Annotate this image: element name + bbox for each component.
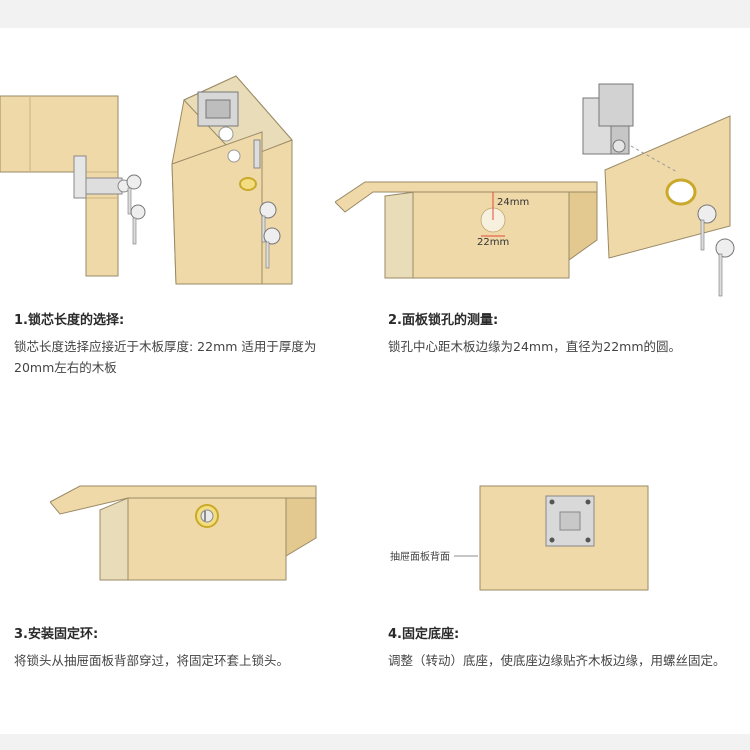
drawer-with-ring-illustration bbox=[50, 485, 317, 581]
step-1-title: 1.锁芯长度的选择: bbox=[14, 313, 125, 328]
figure-install-ring bbox=[50, 485, 317, 581]
step-2-title: 2.面板锁孔的测量: bbox=[388, 313, 499, 328]
step-4-title: 4.固定底座: bbox=[388, 627, 460, 642]
step-2-description: 锁孔中心距木板边缘为24mm，直径为22mm的圆。 bbox=[388, 339, 682, 354]
figure-lock-core-length bbox=[0, 75, 293, 285]
back-panel-callout-label: 抽屉面板背面 bbox=[390, 550, 450, 563]
step-4-block: 4.固定底座: 调整（转动）底座，使底座边缘贴齐木板边缘，用螺丝固定。 bbox=[388, 626, 744, 671]
bottom-margin-band bbox=[0, 734, 750, 750]
dimension-label-24mm: 24mm bbox=[497, 197, 529, 208]
drawer-front-with-lock-illustration bbox=[171, 75, 293, 285]
step-3-title: 3.安装固定环: bbox=[14, 627, 99, 642]
dimension-label-22mm: 22mm bbox=[477, 237, 509, 248]
step-4-description: 调整（转动）底座，使底座边缘贴齐木板边缘，用螺丝固定。 bbox=[388, 653, 726, 668]
figure-keyhole-measurement: 24mm 22mm bbox=[335, 83, 735, 297]
lock-and-panel-illustration bbox=[582, 83, 735, 297]
step-3-description: 将锁头从抽屉面板背部穿过，将固定环套上锁头。 bbox=[14, 653, 290, 668]
step-2-block: 2.面板锁孔的测量: 锁孔中心距木板边缘为24mm，直径为22mm的圆。 bbox=[388, 312, 744, 357]
board-section-illustration bbox=[0, 95, 131, 277]
keys-illustration bbox=[126, 174, 146, 245]
drawer-box-illustration bbox=[335, 181, 598, 279]
top-margin-band bbox=[0, 0, 750, 28]
step-3-block: 3.安装固定环: 将锁头从抽屉面板背部穿过，将固定环套上锁头。 bbox=[14, 626, 354, 671]
step-1-block: 1.锁芯长度的选择: 锁芯长度选择应接近于木板厚度: 22mm 适用于厚度为20… bbox=[14, 312, 354, 378]
figure-fix-base: 抽屉面板背面 bbox=[390, 485, 649, 591]
step-1-description: 锁芯长度选择应接近于木板厚度: 22mm 适用于厚度为20mm左右的木板 bbox=[14, 339, 317, 375]
drawer-back-panel-illustration bbox=[454, 485, 649, 591]
